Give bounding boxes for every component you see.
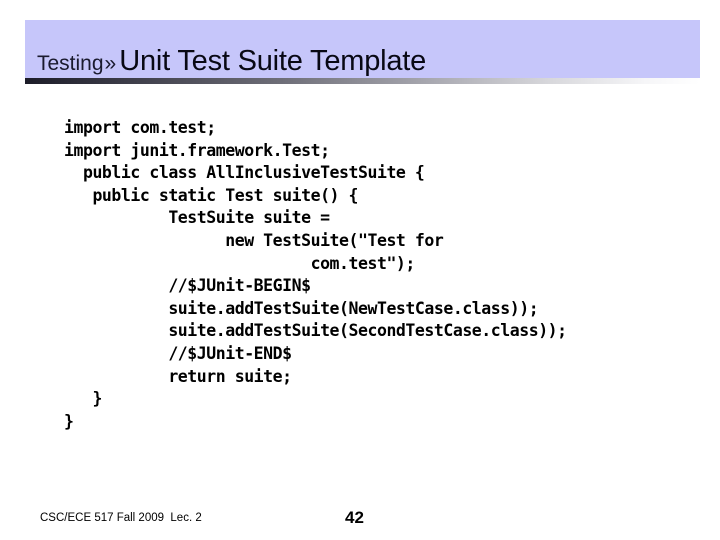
footer-page-number: 42: [345, 508, 364, 527]
code-line: com.test");: [64, 253, 416, 273]
breadcrumb-separator-icon: »: [104, 52, 117, 75]
code-line: return suite;: [64, 366, 292, 386]
footer-course-credit: CSC/ECE 517 Fall 2009 Lec. 2: [40, 512, 202, 524]
breadcrumb-section-label: Testing: [37, 52, 104, 75]
code-line: suite.addTestSuite(NewTestCase.class));: [64, 298, 539, 318]
code-line: TestSuite suite =: [64, 208, 330, 228]
code-line: import com.test;: [64, 118, 216, 137]
code-line: //$JUnit-BEGIN$: [64, 276, 311, 296]
header-title-line: Testing»Unit Test Suite Template: [37, 47, 426, 76]
header-shadow-divider: [25, 78, 700, 84]
code-line: public class AllInclusiveTestSuite {: [64, 163, 425, 183]
code-line: }: [64, 411, 74, 431]
code-line: suite.addTestSuite(SecondTestCase.class)…: [64, 321, 567, 341]
slide-header-band: Testing»Unit Test Suite Template: [25, 20, 700, 78]
code-block: import com.test; import junit.framework.T…: [64, 117, 684, 433]
code-line: }: [64, 389, 102, 409]
code-line: import junit.framework.Test;: [64, 140, 330, 160]
code-line: public static Test suite() {: [64, 185, 358, 205]
page-title: Unit Test Suite Template: [119, 45, 427, 77]
code-line: //$JUnit-END$: [64, 343, 292, 363]
code-line: new TestSuite("Test for: [64, 230, 444, 250]
